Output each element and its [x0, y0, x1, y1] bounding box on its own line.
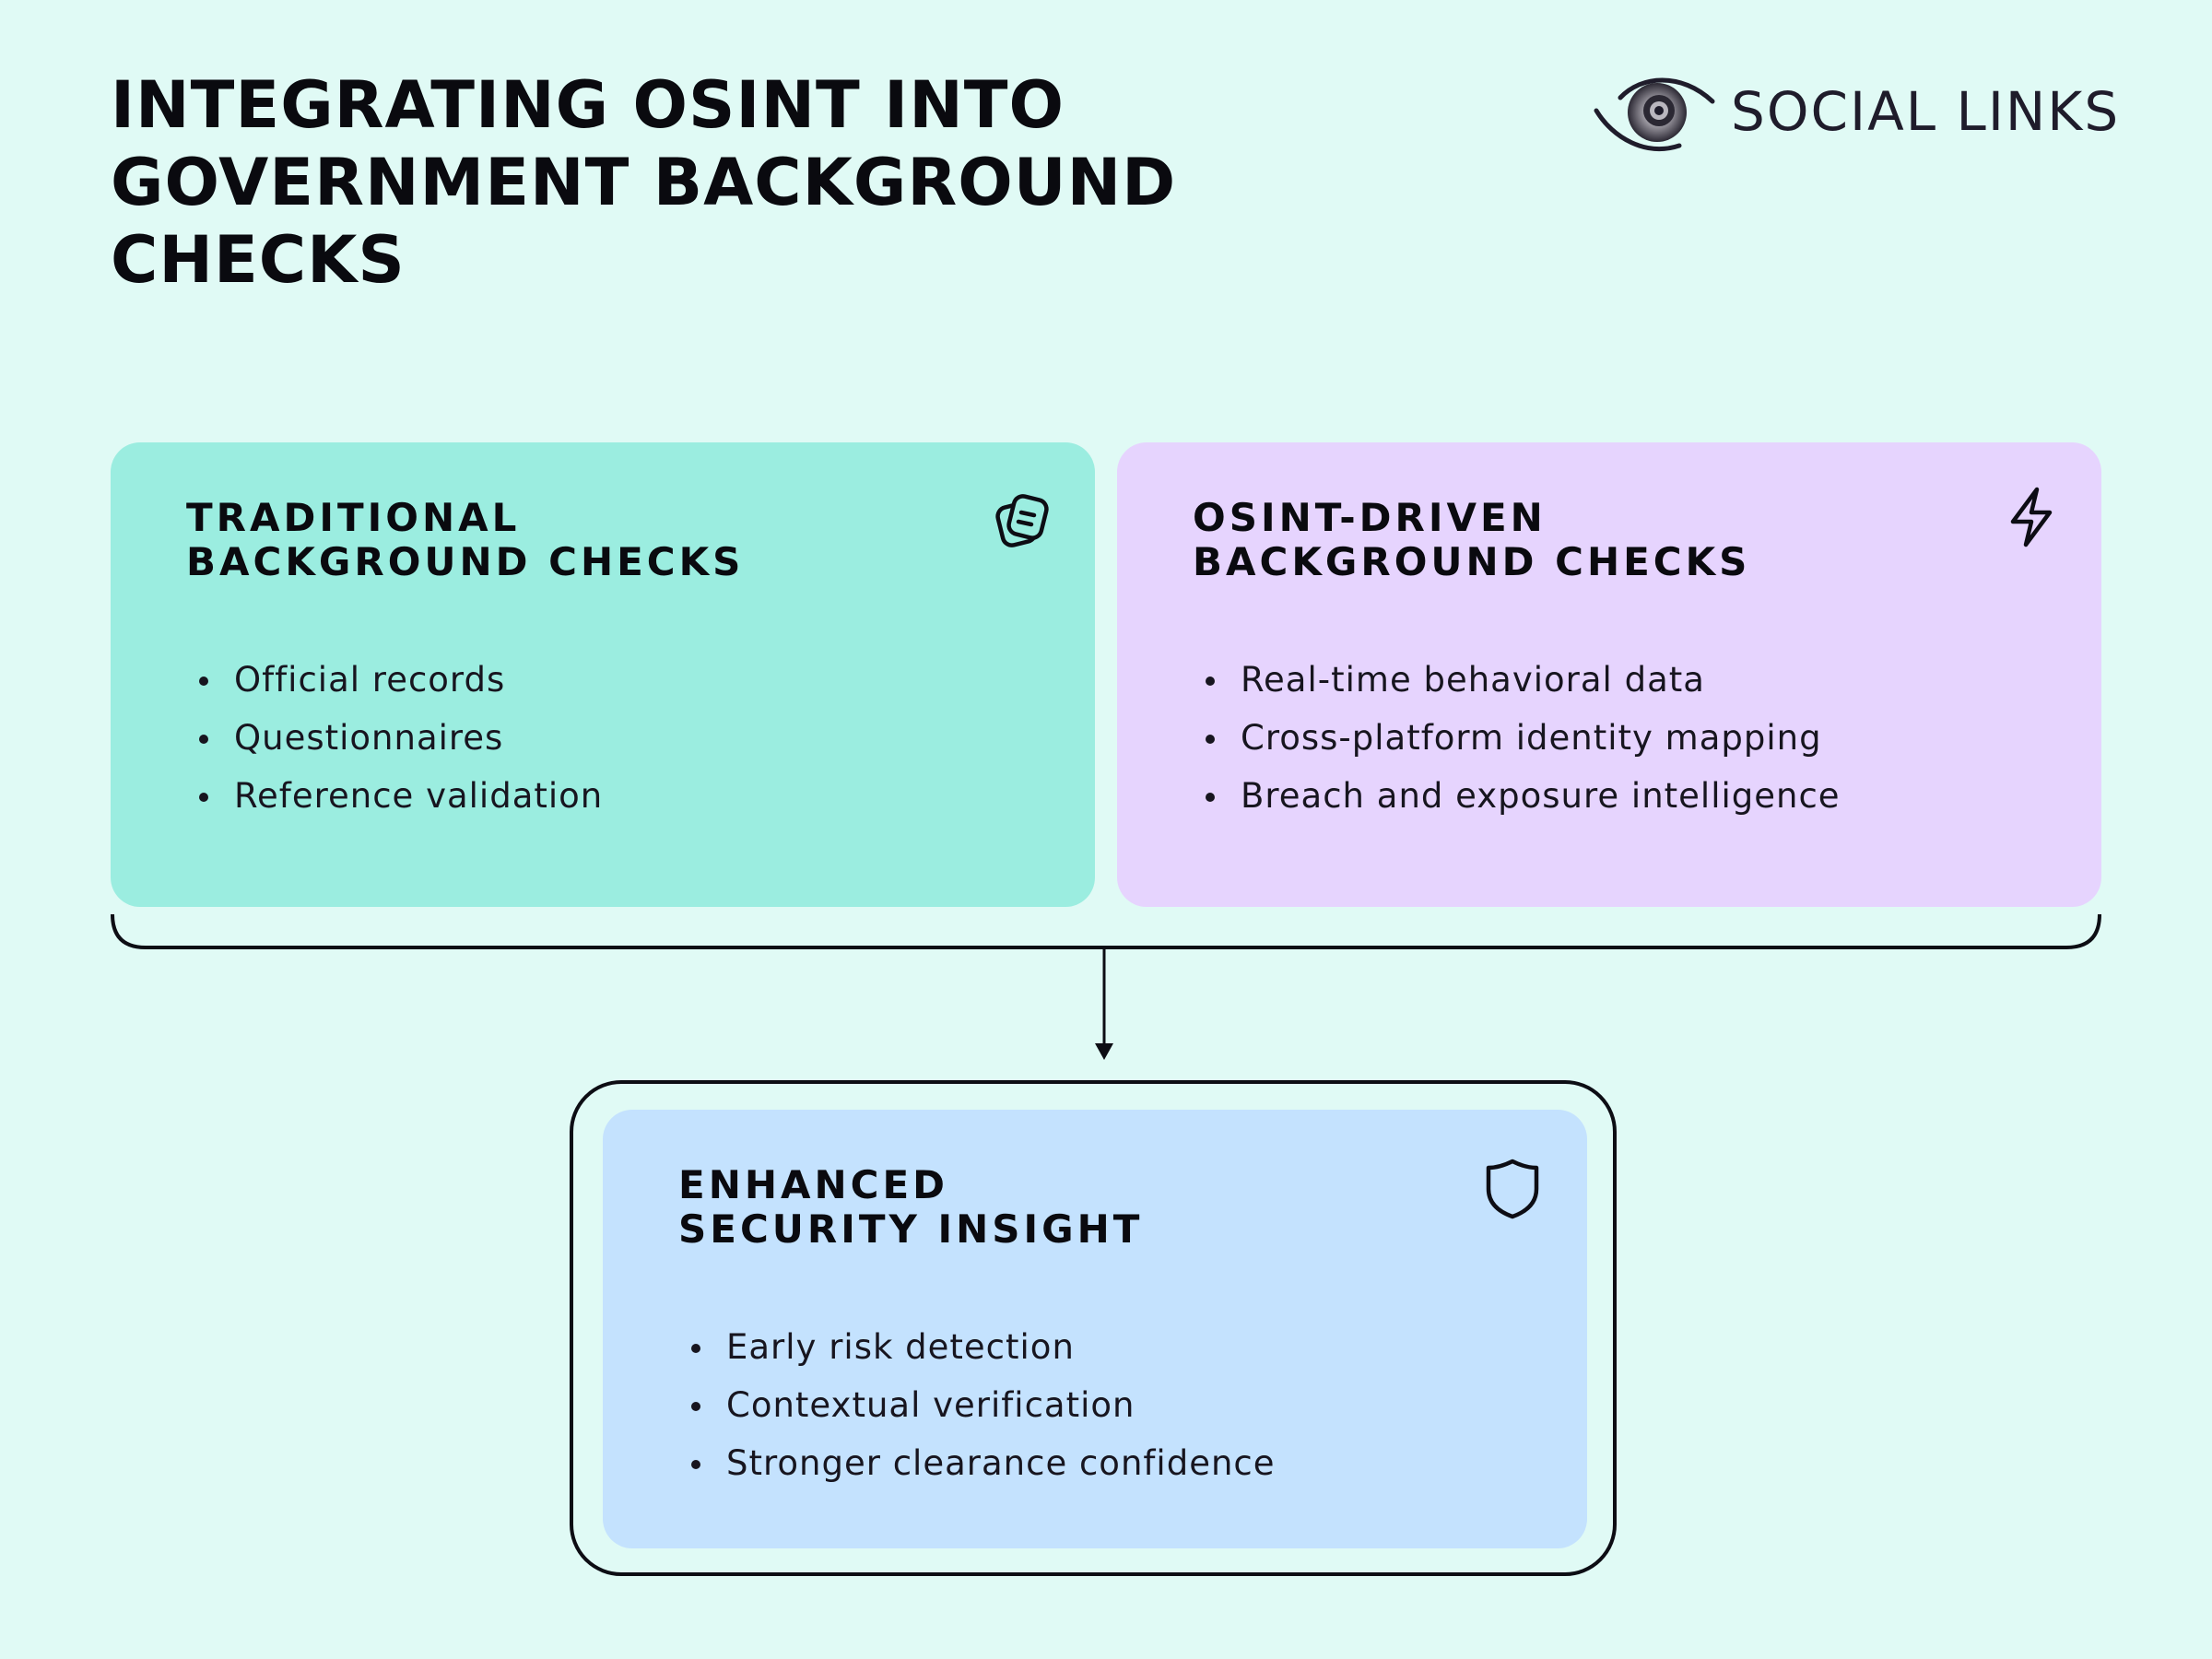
- card-title-line: TRADITIONAL: [186, 495, 521, 540]
- traditional-checks-card: TRADITIONAL BACKGROUND CHECKS Official r…: [111, 442, 1095, 907]
- card-title: TRADITIONAL BACKGROUND CHECKS: [186, 496, 744, 584]
- brand-logo: SOCIAL LINKS: [1593, 68, 2120, 155]
- eye-logo-icon: [1594, 77, 1715, 152]
- card-title-line: ENHANCED: [678, 1162, 949, 1207]
- card-title-line: BACKGROUND CHECKS: [1193, 539, 1751, 584]
- card-title-line: BACKGROUND CHECKS: [186, 539, 745, 584]
- card-title-line: SECURITY INSIGHT: [678, 1206, 1144, 1252]
- list-item: Real-time behavioral data: [1193, 651, 1841, 709]
- arrow-down-icon: [1095, 1043, 1113, 1060]
- list-item: Breach and exposure intelligence: [1193, 767, 1841, 825]
- enhanced-insight-card: ENHANCED SECURITY INSIGHT Early risk det…: [603, 1110, 1587, 1548]
- card-title: ENHANCED SECURITY INSIGHT: [678, 1163, 1143, 1252]
- document-stack-icon: [995, 494, 1049, 547]
- list-item: Questionnaires: [186, 709, 603, 767]
- traditional-checks-list: Official records Questionnaires Referenc…: [186, 651, 603, 825]
- lightning-icon: [2010, 487, 2053, 547]
- page-title-line: GOVERNMENT BACKGROUND: [111, 145, 1177, 220]
- page-title-line: CHECKS: [111, 222, 406, 298]
- list-item: Reference validation: [186, 767, 603, 825]
- page-title-line: INTEGRATING OSINT INTO: [111, 67, 1065, 143]
- brand-name: SOCIAL LINKS: [1731, 80, 2121, 143]
- result-frame: [570, 1080, 1617, 1576]
- card-title: OSINT-DRIVEN BACKGROUND CHECKS: [1193, 496, 1750, 584]
- list-item: Contextual verification: [678, 1376, 1276, 1434]
- enhanced-insight-list: Early risk detection Contextual verifica…: [678, 1318, 1276, 1492]
- list-item: Official records: [186, 651, 603, 709]
- list-item: Early risk detection: [678, 1318, 1276, 1376]
- list-item: Stronger clearance confidence: [678, 1434, 1276, 1492]
- list-item: Cross-platform identity mapping: [1193, 709, 1841, 767]
- card-title-line: OSINT-DRIVEN: [1193, 495, 1547, 540]
- osint-checks-list: Real-time behavioral data Cross-platform…: [1193, 651, 1841, 825]
- shield-icon: [1486, 1159, 1539, 1219]
- osint-checks-card: OSINT-DRIVEN BACKGROUND CHECKS Real-time…: [1117, 442, 2101, 907]
- page-title: INTEGRATING OSINT INTO GOVERNMENT BACKGR…: [111, 66, 1309, 299]
